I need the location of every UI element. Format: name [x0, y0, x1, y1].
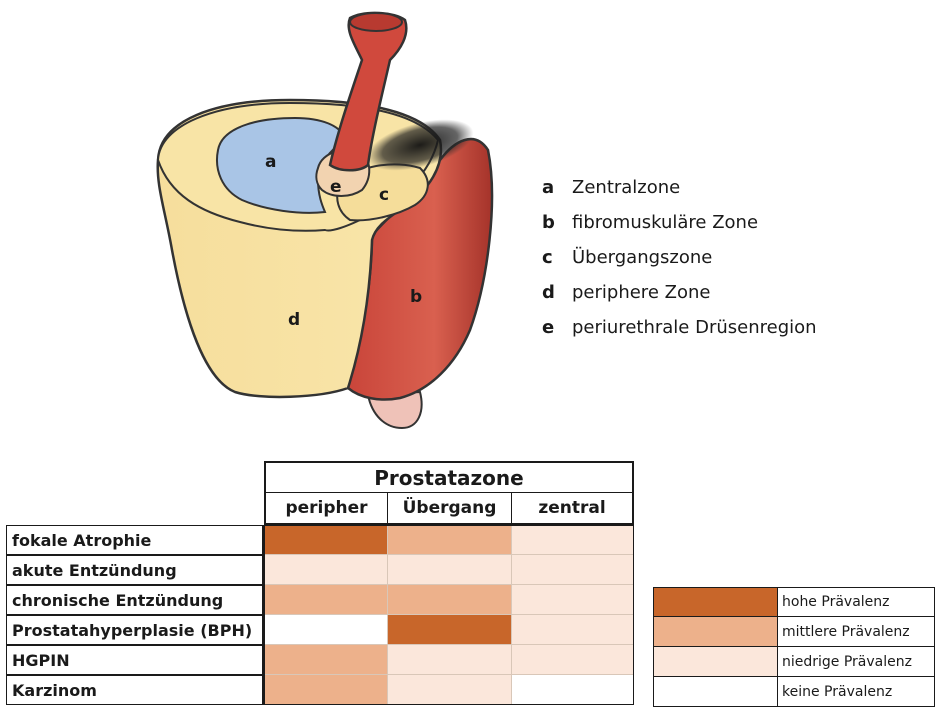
zone-legend: a Zentralzone b fibromuskuläre Zone c Üb… [542, 170, 862, 345]
label-c: c [379, 185, 389, 205]
prevalence-cell [388, 645, 512, 675]
zone-legend-letter: d [542, 282, 555, 303]
zone-legend-letter: a [542, 177, 555, 198]
prevalence-cell [264, 555, 388, 585]
prevalence-cell [388, 585, 512, 615]
zone-legend-text: fibromuskuläre Zone [572, 212, 759, 233]
prevalence-cell [512, 645, 634, 675]
column-header-zentral: zentral [512, 493, 634, 525]
prevalence-cell [264, 675, 388, 705]
label-e: e [330, 177, 342, 197]
prevalence-cell [512, 615, 634, 645]
key-swatch [653, 647, 777, 677]
zone-legend-text: periphere Zone [572, 282, 711, 303]
key-row: mittlere Prävalenz [653, 617, 937, 647]
prevalence-cell [512, 555, 634, 585]
key-row: hohe Prävalenz [653, 587, 937, 617]
zone-legend-text: Übergangszone [572, 247, 713, 268]
zone-legend-item: e periurethrale Drüsenregion [542, 310, 862, 345]
row-label: akute Entzündung [6, 555, 264, 585]
prostate-zone-diagram: a e c d b [156, 11, 494, 430]
prevalence-cell [388, 525, 512, 555]
prevalence-cell [264, 645, 388, 675]
zone-legend-item: d periphere Zone [542, 275, 862, 310]
key-swatch [653, 587, 777, 617]
key-label: niedrige Prävalenz [777, 647, 935, 677]
zone-legend-item: b fibromuskuläre Zone [542, 205, 862, 240]
row-label: Prostatahyperplasie (BPH) [6, 615, 264, 645]
row-label: HGPIN [6, 645, 264, 675]
prevalence-cell [264, 615, 388, 645]
zone-legend-letter: b [542, 212, 555, 233]
prevalence-cell [512, 675, 634, 705]
key-swatch [653, 617, 777, 647]
label-b: b [410, 287, 422, 307]
ejaculatory-duct [366, 119, 474, 171]
prevalence-cell [512, 525, 634, 555]
prevalence-cell [264, 585, 388, 615]
matrix-title: Prostatazone [264, 461, 634, 493]
key-label: mittlere Prävalenz [777, 617, 935, 647]
key-row: niedrige Prävalenz [653, 647, 937, 677]
key-swatch [653, 677, 777, 707]
prevalence-cell [388, 555, 512, 585]
row-label: fokale Atrophie [6, 525, 264, 555]
label-a: a [265, 152, 276, 172]
column-header-uebergang: Übergang [388, 493, 512, 525]
key-row: keine Prävalenz [653, 677, 937, 707]
key-label: keine Prävalenz [777, 677, 935, 707]
column-header-peripher: peripher [264, 493, 388, 525]
zone-legend-text: periurethrale Drüsenregion [572, 317, 817, 338]
zone-legend-item: c Übergangszone [542, 240, 862, 275]
prevalence-cell [264, 525, 388, 555]
urethra-bottom [366, 390, 423, 430]
label-d: d [288, 310, 300, 330]
prevalence-cell [512, 585, 634, 615]
zone-legend-letter: e [542, 317, 555, 338]
row-label: Karzinom [6, 675, 264, 705]
key-label: hohe Prävalenz [777, 587, 935, 617]
urethra-opening [349, 12, 403, 32]
urethra [328, 11, 408, 172]
prevalence-cell [388, 675, 512, 705]
zone-legend-item: a Zentralzone [542, 170, 862, 205]
prevalence-cell [388, 615, 512, 645]
zone-legend-letter: c [542, 247, 553, 268]
zone-legend-text: Zentralzone [572, 177, 681, 198]
row-label: chronische Entzündung [6, 585, 264, 615]
